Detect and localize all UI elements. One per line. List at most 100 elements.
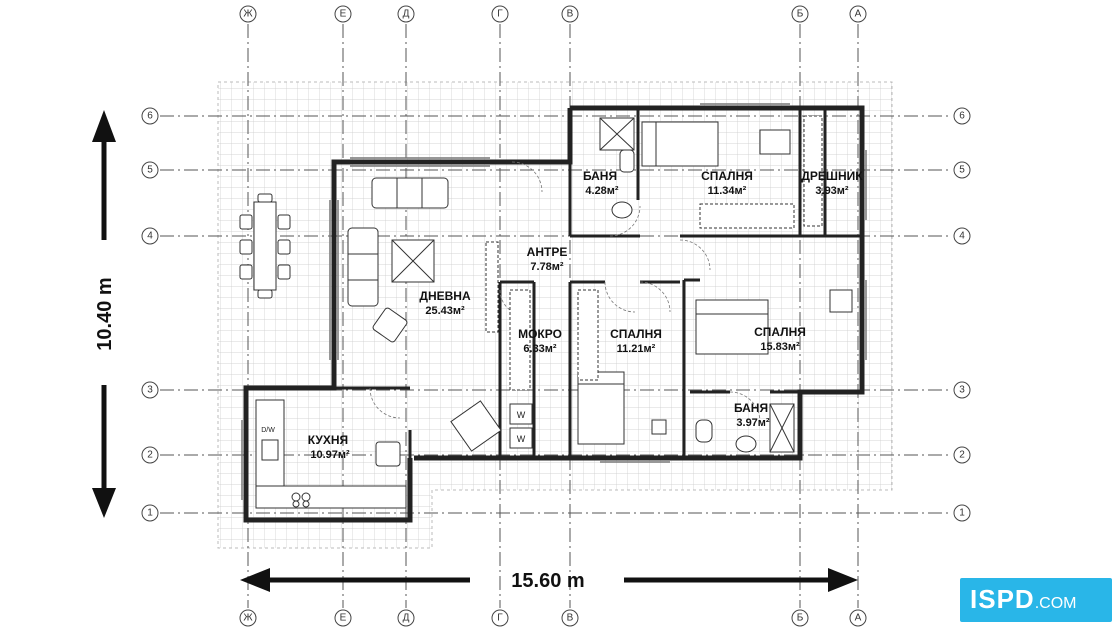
width-label: 15.60 m: [511, 570, 584, 592]
axis-bubble-left: 5: [141, 161, 159, 179]
room-closet: ДРЕШНИК 3.93м²: [801, 169, 863, 197]
axis-bubble-top: В: [561, 5, 579, 23]
width-dimension: 15.60 m: [240, 568, 858, 592]
room-name: МОКРО: [518, 327, 562, 341]
walls: [241, 103, 867, 523]
room-name: СПАЛНЯ: [610, 327, 662, 341]
axis-label: Г: [497, 9, 503, 20]
axis-bubble-left: 2: [141, 446, 159, 464]
axis-label: Б: [797, 9, 804, 20]
axis-label: 2: [147, 450, 153, 461]
room-bedroom-top: СПАЛНЯ 11.34м²: [701, 169, 753, 197]
axis-bubble-left: 1: [141, 504, 159, 522]
axis-label: 4: [147, 231, 153, 242]
axis-bubble-top: Е: [334, 5, 352, 23]
room-name: АНТРЕ: [527, 245, 568, 259]
room-bath-top: БАНЯ 4.28м²: [583, 169, 619, 197]
axis-label: Ж: [243, 9, 253, 20]
room-bedroom-right: СПАЛНЯ 15.83м²: [754, 325, 806, 353]
room-bath-bottom: БАНЯ 3.97м²: [734, 401, 770, 429]
room-laundry: МОКРО 6.33м²: [518, 327, 562, 355]
axis-bubble-bottom: А: [849, 609, 867, 627]
axis-bubble-left: 3: [141, 381, 159, 399]
logo-suffix: .COM: [1034, 595, 1077, 612]
room-name: СПАЛНЯ: [754, 325, 806, 339]
axis-label: А: [855, 9, 862, 20]
axis-label: Ж: [243, 613, 253, 624]
axis-bubble-top: Б: [791, 5, 809, 23]
axis-label: 6: [147, 111, 153, 122]
axis-label: Д: [403, 9, 410, 20]
room-area: 3.93м²: [815, 185, 849, 197]
axis-label: А: [855, 613, 862, 624]
axis-label: Г: [497, 613, 503, 624]
ispd-logo: ISPD.COM: [960, 578, 1112, 622]
room-area: 3.97м²: [736, 417, 770, 429]
room-labels: ДНЕВНА 25.43м² АНТРЕ 7.78м² БАНЯ 4.28м² …: [308, 169, 863, 461]
logo-name: ISPD: [970, 584, 1035, 614]
terrace-grid: [217, 81, 893, 549]
dishwasher-label: D/W: [261, 427, 275, 434]
room-name: БАНЯ: [734, 401, 768, 415]
axis-bubble-right: 5: [953, 161, 971, 179]
axis-label: 5: [147, 165, 153, 176]
room-hall: АНТРЕ 7.78м²: [527, 245, 568, 273]
axis-label: 6: [959, 111, 965, 122]
axis-bubbles: Ж Ж Е Е Д Д Г Г В В Б Б А А 6 6 5 5 4 4 3 3 2 2 1 1: [141, 5, 971, 627]
axis-bubble-right: 2: [953, 446, 971, 464]
room-name: ДРЕШНИК: [801, 169, 863, 183]
room-kitchen: КУХНЯ 10.97м²: [308, 433, 350, 461]
axis-label: 3: [147, 385, 153, 396]
washer-label: W: [517, 410, 526, 420]
dining-table: [239, 193, 291, 299]
room-area: 10.97м²: [310, 449, 350, 461]
door-swings: [369, 161, 761, 423]
axis-bubble-left: 6: [141, 107, 159, 125]
logo-text: ISPD.COM: [970, 584, 1076, 615]
axis-bubble-top: Г: [491, 5, 509, 23]
room-area: 7.78м²: [530, 261, 564, 273]
axis-bubble-top: А: [849, 5, 867, 23]
axis-bubble-right: 4: [953, 227, 971, 245]
room-living: ДНЕВНА 25.43м²: [419, 289, 471, 317]
axis-bubble-left: 4: [141, 227, 159, 245]
axis-label: Б: [797, 613, 804, 624]
axis-label: 2: [959, 450, 965, 461]
axis-label: 3: [959, 385, 965, 396]
room-area: 4.28м²: [585, 185, 619, 197]
room-area: 6.33м²: [523, 343, 557, 355]
axis-label: Е: [340, 9, 347, 20]
axis-bubble-right: 1: [953, 504, 971, 522]
axis-label: 1: [147, 508, 153, 519]
axis-label: В: [567, 9, 574, 20]
axis-label: Е: [340, 613, 347, 624]
axis-label: 5: [959, 165, 965, 176]
room-bedroom-middle: СПАЛНЯ 11.21м²: [610, 327, 662, 355]
axis-bubble-right: 6: [953, 107, 971, 125]
room-area: 15.83м²: [760, 341, 800, 353]
dryer-label: W: [517, 434, 526, 444]
axis-label: В: [567, 613, 574, 624]
room-area: 11.34м²: [708, 185, 747, 197]
axis-bubble-top: Д: [397, 5, 415, 23]
height-label: 10.40 m: [94, 277, 116, 350]
axis-bubble-bottom: В: [561, 609, 579, 627]
axis-bubble-bottom: Ж: [239, 609, 257, 627]
axis-label: Д: [403, 613, 410, 624]
room-area: 25.43м²: [425, 305, 465, 317]
axis-label: 4: [959, 231, 965, 242]
room-name: СПАЛНЯ: [701, 169, 753, 183]
room-name: ДНЕВНА: [419, 289, 471, 303]
height-dimension: 10.40 m: [92, 110, 116, 518]
axis-bubble-top: Ж: [239, 5, 257, 23]
room-area: 11.21м²: [617, 343, 656, 355]
room-name: БАНЯ: [583, 169, 617, 183]
room-name: КУХНЯ: [308, 433, 348, 447]
axis-bubble-right: 3: [953, 381, 971, 399]
axis-bubble-bottom: Г: [491, 609, 509, 627]
furniture: [255, 115, 853, 509]
axis-bubble-bottom: Д: [397, 609, 415, 627]
axis-bubble-bottom: Б: [791, 609, 809, 627]
axis-label: 1: [959, 508, 965, 519]
